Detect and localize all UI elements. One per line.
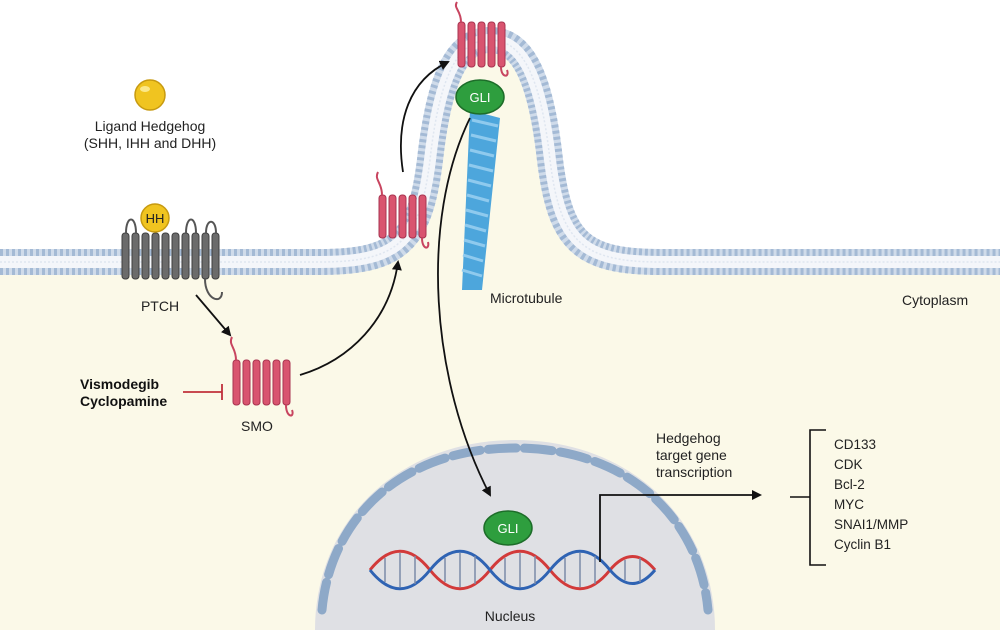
smo-receptor-cilium (454, 1, 509, 77)
ligand-label-line1: Ligand Hedgehog (94, 118, 206, 134)
dna-helix-icon (368, 549, 657, 591)
nucleus-label: Nucleus (484, 608, 536, 624)
target-gene-item: SNAI1/MMP (834, 517, 909, 532)
pathway-arrows (195, 60, 762, 562)
ptch-receptor (121, 218, 223, 301)
target-gene-item: CD133 (834, 437, 877, 452)
arrow-ptch-to-smo (195, 294, 232, 337)
target-gene-item: CDK (834, 457, 863, 472)
cytoplasm-label: Cytoplasm (902, 292, 969, 308)
arrow-membrane-to-cilium (400, 60, 450, 173)
inhibitor-vismodegib: Vismodegib (80, 376, 160, 392)
arrow-transcription (599, 490, 762, 562)
cytoplasm-region (0, 40, 1000, 630)
transcription-label-line1: Hedgehog (656, 430, 721, 446)
smo-receptor-membrane (375, 171, 430, 249)
gli-nucleus-icon (483, 510, 533, 546)
arrow-gli-to-nucleus (437, 117, 491, 497)
inhibitor-list: Vismodegib Cyclopamine (80, 376, 167, 410)
gli-cilium-label: GLI (469, 90, 491, 105)
target-gene-list: CD133 CDK Bcl-2 MYC SNAI1/MMP Cyclin B1 (834, 435, 908, 555)
ligand-hedgehog-icon (134, 79, 166, 111)
hh-label: HH (145, 211, 165, 226)
inhibitor-cyclopamine: Cyclopamine (80, 393, 168, 409)
inhibition-symbol (183, 384, 223, 400)
microtubule (461, 110, 500, 290)
target-gene-item: Cyclin B1 (834, 537, 892, 552)
gli-cilium-icon (455, 79, 505, 115)
microtubule-label: Microtubule (490, 290, 563, 306)
target-gene-item: Bcl-2 (834, 477, 865, 492)
transcription-label-line3: transcription (656, 464, 733, 480)
hh-ligand-bound-icon (140, 203, 170, 233)
target-gene-bracket (790, 429, 826, 566)
ptch-label: PTCH (140, 298, 180, 314)
target-gene-item: MYC (834, 497, 864, 512)
ligand-label-line2: (SHH, IHH and DHH) (83, 135, 217, 151)
arrow-smo-to-membrane (299, 260, 402, 376)
gli-nucleus-label: GLI (497, 521, 519, 536)
ligand-label: Ligand Hedgehog (SHH, IHH and DHH) (84, 118, 216, 152)
transcription-label: Hedgehog target gene transcription (656, 430, 732, 481)
smo-label: SMO (241, 418, 273, 434)
smo-receptor-cytoplasm (229, 336, 294, 417)
transcription-label-line2: target gene (656, 447, 727, 463)
